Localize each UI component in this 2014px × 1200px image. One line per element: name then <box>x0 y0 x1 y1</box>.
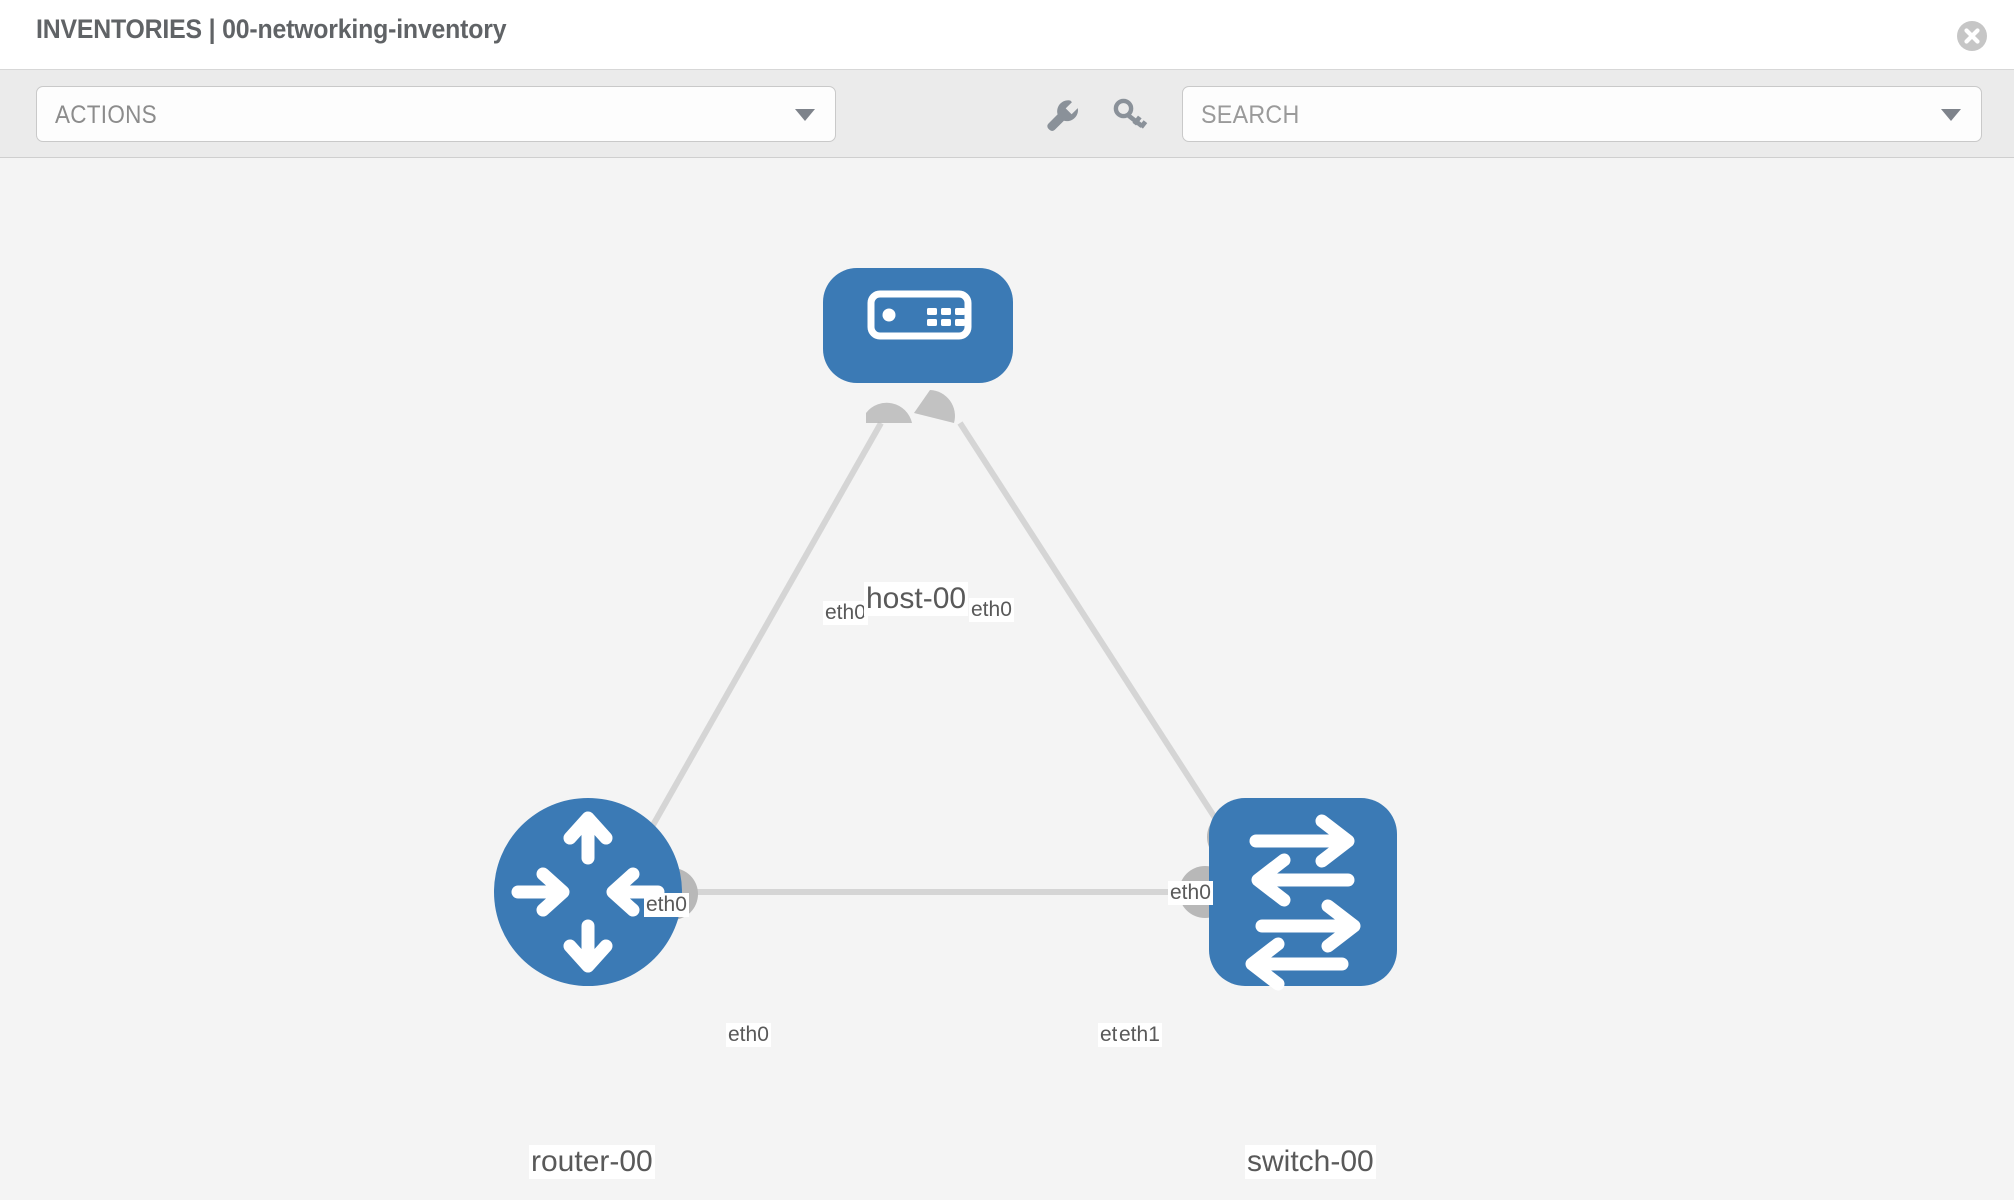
actions-dropdown-label: ACTIONS <box>55 101 157 129</box>
topology-graph <box>494 268 1397 991</box>
search-placeholder: SEARCH <box>1201 101 1300 129</box>
node-host-00 <box>823 268 1013 383</box>
chevron-down-icon <box>795 109 815 121</box>
node-host-00-shape <box>823 268 1013 383</box>
switch-arrows-icon <box>1245 814 1361 991</box>
port-host-eth0-right <box>914 390 955 423</box>
interface-label: eth0 <box>823 601 868 626</box>
link-host-router <box>637 421 884 850</box>
link-host-switch <box>957 421 1231 840</box>
port-host-eth0-left <box>866 402 912 423</box>
key-icon[interactable] <box>1107 92 1151 136</box>
server-icon-details <box>882 308 965 326</box>
topology-links <box>637 421 1231 895</box>
node-switch-00 <box>1209 798 1397 991</box>
interface-label: eth0 <box>1168 881 1213 906</box>
interface-label: eth1 <box>1117 1023 1162 1048</box>
wrench-icon[interactable] <box>1040 92 1084 136</box>
server-icon <box>867 290 972 340</box>
actions-dropdown[interactable]: ACTIONS <box>36 86 836 142</box>
topology-canvas[interactable]: eth0 host-00 eth0 eth0 eth0 eth0 eth eth… <box>0 158 2014 1200</box>
interface-label: eth0 <box>726 1023 771 1048</box>
node-router-00-shape <box>494 798 682 986</box>
page-title: INVENTORIES | 00-networking-inventory <box>36 14 507 44</box>
interface-label: eth0 <box>644 893 689 918</box>
node-label-switch-00: switch-00 <box>1245 1145 1376 1179</box>
node-label-router-00: router-00 <box>529 1145 655 1179</box>
interface-label: eth0 <box>969 598 1014 623</box>
topology-ports <box>672 390 1259 920</box>
page-header: INVENTORIES | 00-networking-inventory <box>0 0 2014 70</box>
node-label-host-00: host-00 <box>864 582 969 616</box>
close-icon[interactable] <box>1956 20 1988 52</box>
toolbar: ACTIONS SEARCH <box>0 70 2014 158</box>
chevron-down-icon[interactable] <box>1941 109 1961 121</box>
node-router-00 <box>494 798 682 986</box>
search-input[interactable]: SEARCH <box>1182 86 1982 142</box>
router-arrows-icon <box>511 811 665 973</box>
